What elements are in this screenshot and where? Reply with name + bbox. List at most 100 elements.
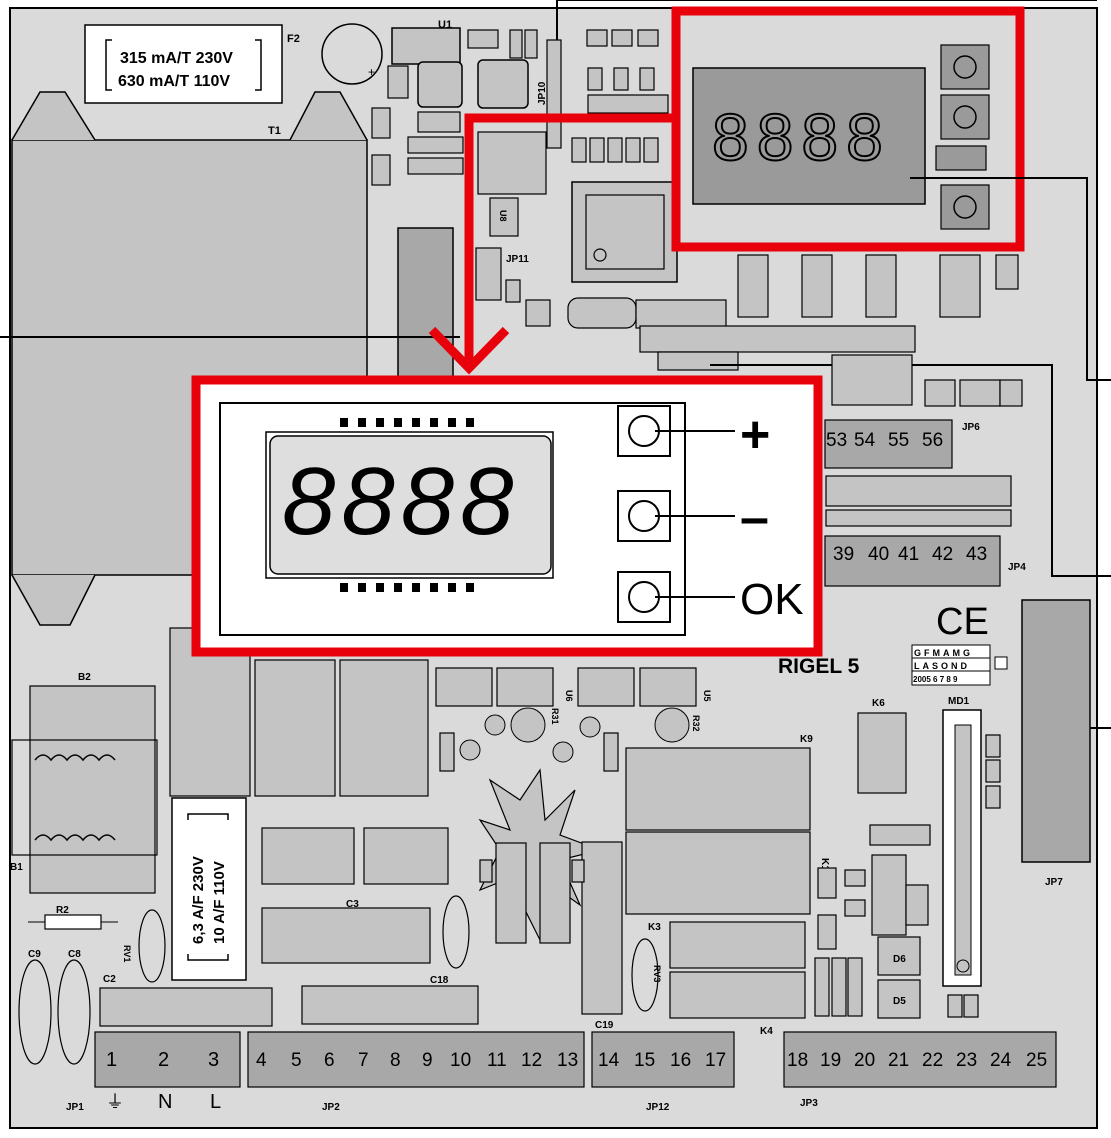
terminal-6: 6 xyxy=(324,1050,335,1071)
jp4-label: JP4 xyxy=(1008,562,1026,573)
jp6-term-54: 54 xyxy=(854,430,876,451)
jp6-term-55: 55 xyxy=(888,430,909,451)
terminal-23: 23 xyxy=(956,1050,977,1071)
c8-label: C8 xyxy=(68,949,81,960)
terminal-15: 15 xyxy=(634,1050,655,1071)
d6-label: D6 xyxy=(893,954,906,965)
r2-label: R2 xyxy=(56,905,69,916)
jp4-term-42: 42 xyxy=(932,544,953,565)
power-fuse-line1: 6,3 A/F 230V xyxy=(190,856,207,944)
relay-k9 xyxy=(625,747,811,831)
jp4-term-40: 40 xyxy=(868,544,889,565)
terminal-16: 16 xyxy=(670,1050,691,1071)
k3-label: K3 xyxy=(648,922,661,933)
ok-label: OK xyxy=(740,575,804,624)
jp2-terminal-block: 4 5 6 7 8 9 10 11 12 13 JP2 xyxy=(247,1031,585,1113)
jp7-connector xyxy=(1021,599,1091,863)
fuse-ref: F2 xyxy=(287,33,300,45)
terminal-19: 19 xyxy=(820,1050,841,1071)
terminal-7: 7 xyxy=(358,1050,369,1071)
line-marking: L xyxy=(210,1091,221,1113)
jp6-connector xyxy=(824,419,953,469)
u5-label: U5 xyxy=(702,690,712,702)
fuse-rating-line1: 315 mA/T 230V xyxy=(120,50,233,67)
jp4-term-39: 39 xyxy=(833,544,854,565)
terminal-21: 21 xyxy=(888,1050,909,1071)
terminal-20: 20 xyxy=(854,1050,875,1071)
jp1-terminal-block: 1 2 3 JP1 ⏚ N L xyxy=(66,1031,241,1113)
jp7-label: JP7 xyxy=(1045,877,1063,888)
neutral-marking: N xyxy=(158,1091,172,1113)
terminal-2: 2 xyxy=(158,1049,169,1071)
top-display-module: 8888 xyxy=(692,44,990,230)
jp4-term-41: 41 xyxy=(898,544,919,565)
lcd-digits: 8888 xyxy=(282,448,520,555)
top-display-highlight xyxy=(671,6,1025,252)
capacitor-top xyxy=(321,23,383,85)
c18-label: C18 xyxy=(430,975,449,986)
ce-mark: CE xyxy=(936,601,989,643)
svg-text:+: + xyxy=(368,65,375,79)
minus-label: – xyxy=(740,489,769,547)
r32-label: R32 xyxy=(691,715,701,732)
terminal-4: 4 xyxy=(256,1050,267,1071)
jp6-term-53: 53 xyxy=(826,430,847,451)
t1-label: T1 xyxy=(268,125,281,137)
terminal-10: 10 xyxy=(450,1050,471,1071)
fuse-label-box xyxy=(84,24,283,104)
date-code-grid: GFMAMG LASOND 2005 6 7 8 9 xyxy=(911,644,1008,686)
relay-k11 xyxy=(625,831,811,915)
terminal-17: 17 xyxy=(705,1050,726,1071)
c2-label: C2 xyxy=(103,974,116,985)
k6-label: K6 xyxy=(872,698,885,709)
highlight-arrow xyxy=(428,113,676,375)
jp4-connector xyxy=(824,535,1001,587)
date-code-row-2: LASOND xyxy=(914,661,970,671)
terminal-25: 25 xyxy=(1026,1050,1047,1071)
plus-label: + xyxy=(740,406,770,464)
terminal-1: 1 xyxy=(106,1049,117,1071)
jp12-label: JP12 xyxy=(646,1102,670,1113)
jp4-term-43: 43 xyxy=(966,544,987,565)
terminal-5: 5 xyxy=(291,1050,302,1071)
transformer-b2 xyxy=(29,685,156,894)
terminal-12: 12 xyxy=(521,1050,542,1071)
earth-icon: ⏚ xyxy=(106,1092,124,1112)
u8-label: U8 xyxy=(498,210,508,222)
u6-label: U6 xyxy=(564,690,574,702)
terminal-9: 9 xyxy=(422,1050,433,1071)
md1-label: MD1 xyxy=(948,696,970,707)
jp12-terminal-block: 14 15 16 17 JP12 xyxy=(591,1031,735,1113)
k4-label: K4 xyxy=(760,1026,773,1037)
jp6-label: JP6 xyxy=(962,422,980,433)
fuse-rating-line2: 630 mA/T 110V xyxy=(118,73,230,90)
terminal-3: 3 xyxy=(208,1049,219,1071)
jp3-terminal-block: 18 19 20 21 22 23 24 25 JP3 xyxy=(783,1031,1057,1109)
jp2-label: JP2 xyxy=(322,1102,340,1113)
c3-label: C3 xyxy=(346,899,359,910)
jp1-label: JP1 xyxy=(66,1102,84,1113)
terminal-13: 13 xyxy=(557,1050,578,1071)
board-name: RIGEL 5 xyxy=(778,655,860,678)
display-callout: 8888 + – OK xyxy=(191,375,823,657)
terminal-14: 14 xyxy=(598,1050,620,1071)
b2-label: B2 xyxy=(78,672,91,683)
terminal-24: 24 xyxy=(990,1050,1012,1071)
heatsink-area xyxy=(478,768,623,1015)
date-code-row-3: 2005 6 7 8 9 xyxy=(913,675,958,684)
jp11-label: JP11 xyxy=(506,254,529,265)
terminal-18: 18 xyxy=(787,1050,808,1071)
transformer-t1 xyxy=(11,91,454,626)
power-fuse-line2: 10 A/F 110V xyxy=(211,861,228,944)
jp10-label: JP10 xyxy=(537,81,548,105)
top-display-digits: 8888 xyxy=(712,100,891,174)
k11-label: K11 xyxy=(819,858,830,876)
microcontroller-chip xyxy=(571,181,678,283)
c9-label: C9 xyxy=(28,949,41,960)
terminal-11: 11 xyxy=(487,1050,507,1071)
rv3-label: RV3 xyxy=(652,965,662,982)
r31-label: R31 xyxy=(550,708,560,725)
date-code-row-1: GFMAMG xyxy=(914,648,973,658)
